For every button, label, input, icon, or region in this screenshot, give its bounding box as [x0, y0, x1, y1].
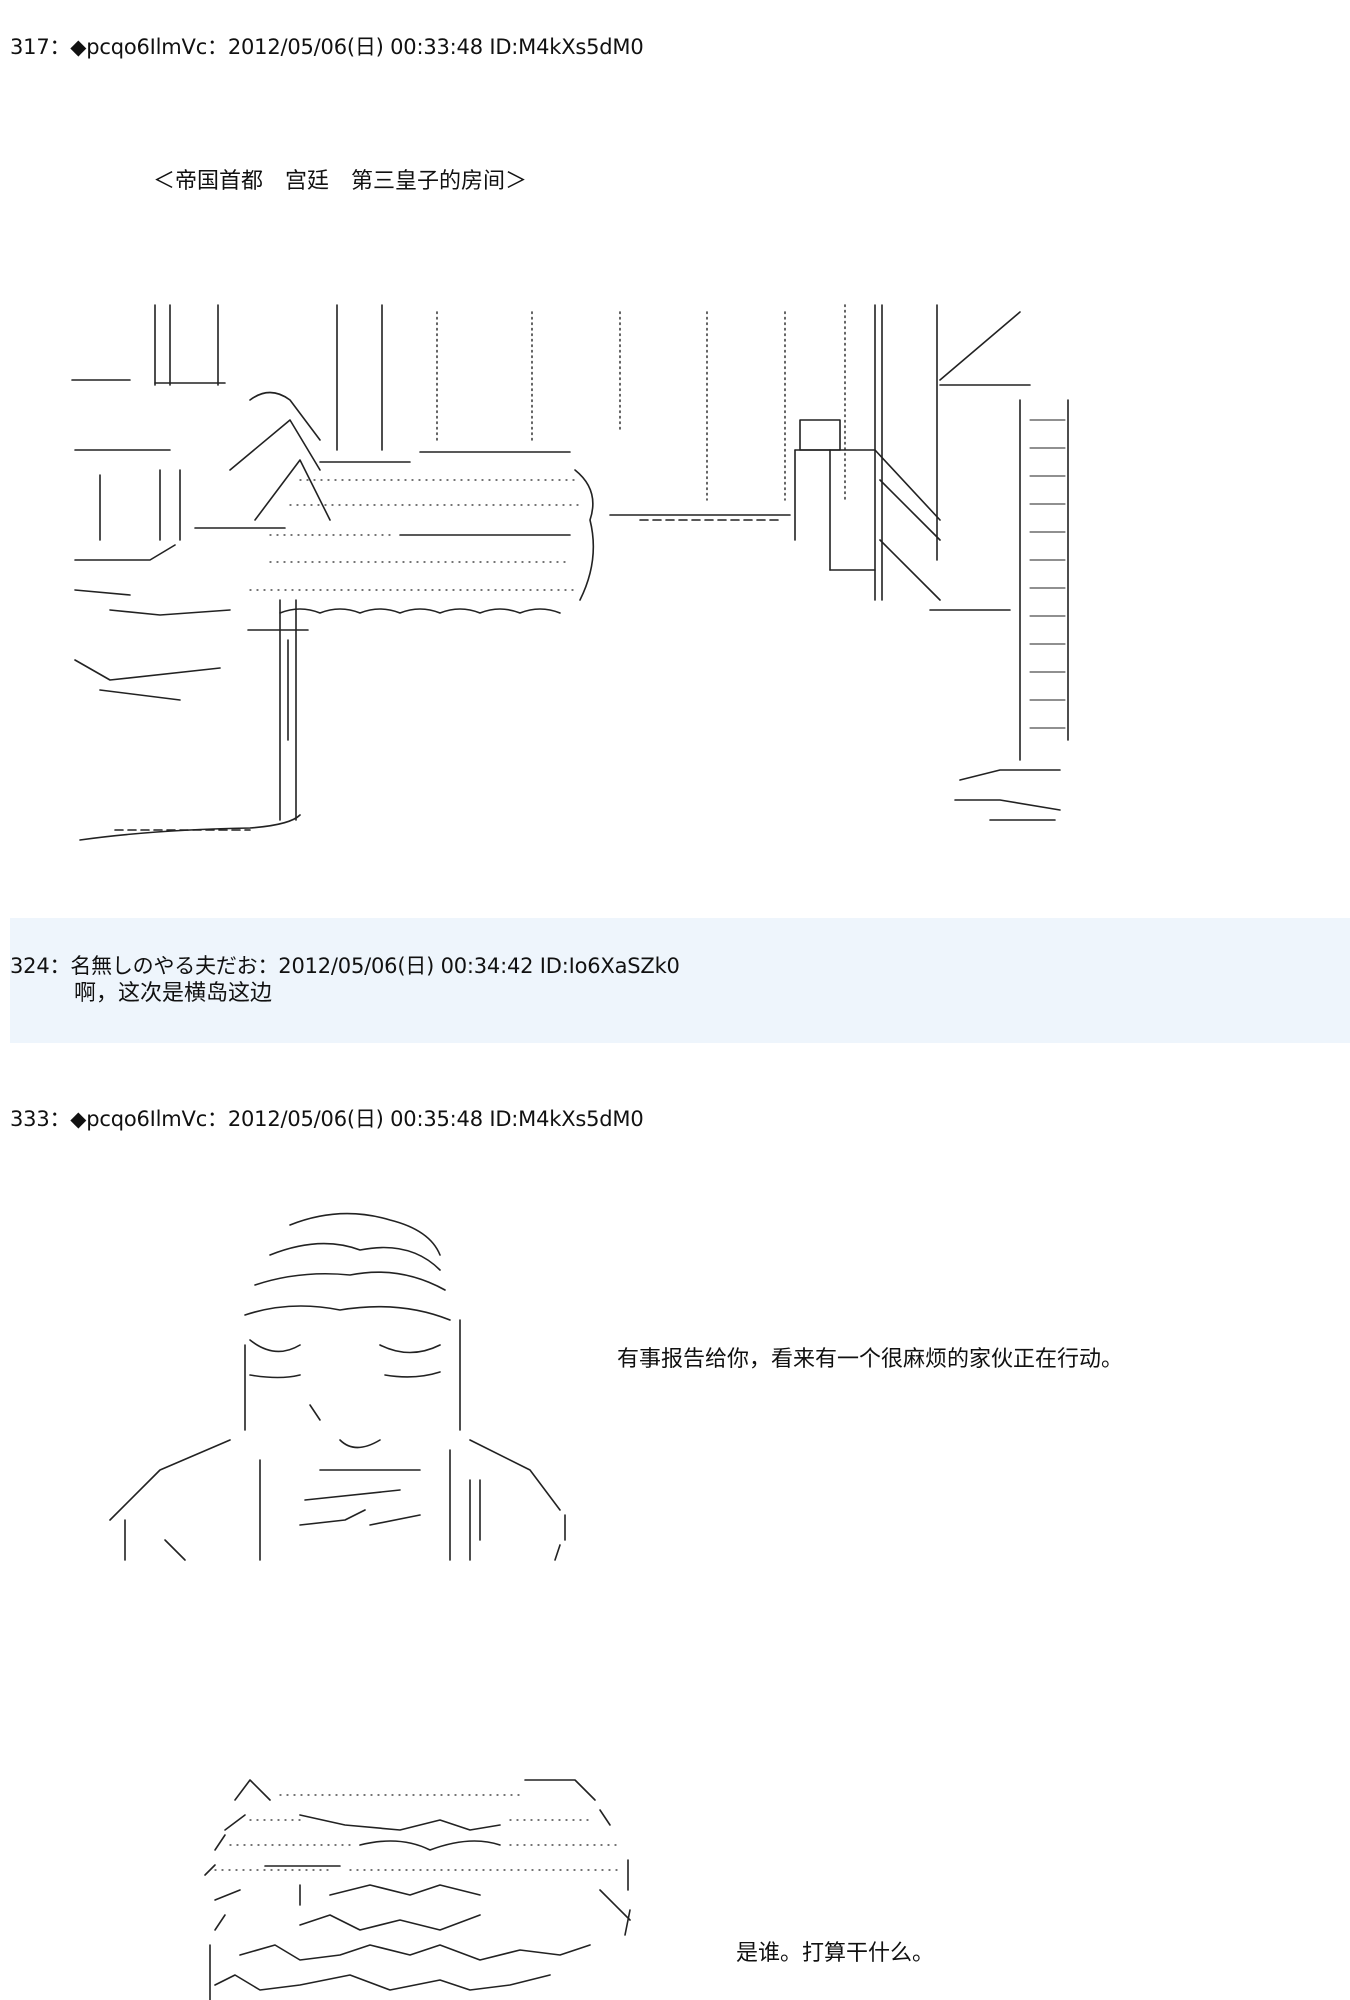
post-highlight-324 [10, 918, 1350, 1043]
post-header-317: 317：◆pcqo6IlmVc：2012/05/06(日) 00:33:48 I… [10, 35, 644, 59]
post-header-324: 324：名無しのやる夫だお：2012/05/06(日) 00:34:42 ID:… [10, 954, 680, 978]
post-body-324: 啊，这次是横岛这边 [74, 981, 273, 1006]
post-body-333-line-2: 是谁。打算干什么。 [736, 1941, 935, 1966]
post-body-333-line-1: 有事报告给你，看来有一个很麻烦的家伙正在行动。 [617, 1347, 1124, 1372]
scene-caption: ＜帝国首都 宫廷 第三皇子的房间＞ [153, 169, 528, 194]
post-header-333: 333：◆pcqo6IlmVc：2012/05/06(日) 00:35:48 I… [10, 1107, 644, 1131]
